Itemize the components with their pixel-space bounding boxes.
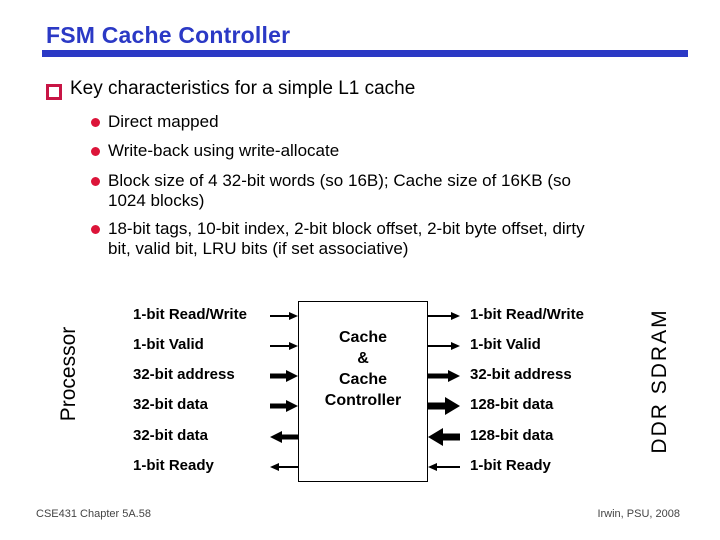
dot-bullet-icon xyxy=(91,225,100,234)
signal-label-mem-data-in: 128-bit data xyxy=(470,427,554,444)
signal-label-mem-address: 32-bit address xyxy=(470,366,572,383)
box-line: Cache xyxy=(338,371,388,388)
signal-label-proc-address: 32-bit address xyxy=(133,366,235,383)
arrow-proc-data-in-icon xyxy=(270,397,298,414)
title-underline-rule xyxy=(42,50,688,57)
arrow-mem-data-in-icon xyxy=(428,428,460,445)
dot-bullet-icon xyxy=(91,147,100,156)
bullet-line: Block size of 4 32-bit words (so 16B); C… xyxy=(108,171,571,190)
bullet-line: Write-back using write-allocate xyxy=(108,141,340,160)
arrow-proc-readwrite-icon xyxy=(270,307,298,324)
arrow-proc-data-out-icon xyxy=(270,428,298,445)
arrow-proc-address-icon xyxy=(270,367,298,384)
signal-label-proc-data-out: 32-bit data xyxy=(133,427,209,444)
arrow-mem-ready-icon xyxy=(428,458,460,475)
bullet-item: 18-bit tags, 10-bit index, 2-bit block o… xyxy=(108,219,585,259)
arrow-proc-ready-icon xyxy=(270,458,298,475)
signal-label-mem-readwrite: 1-bit Read/Write xyxy=(470,306,584,323)
bullet-line: 1024 blocks) xyxy=(108,191,205,210)
cache-controller-box: Cache & Cache Controller xyxy=(298,301,428,482)
bullet-item: Write-back using write-allocate xyxy=(108,141,339,161)
signal-label-proc-valid: 1-bit Valid xyxy=(133,336,204,353)
signal-label-proc-readwrite: 1-bit Read/Write xyxy=(133,306,247,323)
arrow-mem-data-out-icon xyxy=(428,397,460,414)
box-line: Cache xyxy=(338,329,388,346)
signal-label-proc-ready: 1-bit Ready xyxy=(133,457,214,474)
signal-label-mem-ready: 1-bit Ready xyxy=(470,457,551,474)
dot-bullet-icon xyxy=(91,118,100,127)
bullet-line: 18-bit tags, 10-bit index, 2-bit block o… xyxy=(108,219,585,238)
arrow-proc-valid-icon xyxy=(270,337,298,354)
box-line: & xyxy=(357,350,369,367)
bullet-line: bit, valid bit, LRU bits (if set associa… xyxy=(108,239,409,258)
arrow-mem-address-icon xyxy=(428,367,460,384)
signal-label-mem-valid: 1-bit Valid xyxy=(470,336,541,353)
heading-text: Key characteristics for a simple L1 cach… xyxy=(70,78,416,99)
square-bullet-icon xyxy=(46,84,62,100)
footer-credit: Irwin, PSU, 2008 xyxy=(597,508,680,520)
ddr-sdram-label: DDR SDRAM xyxy=(648,308,671,454)
slide-title: FSM Cache Controller xyxy=(46,22,291,48)
bullet-line: Direct mapped xyxy=(108,112,219,131)
arrow-mem-readwrite-icon xyxy=(428,307,460,324)
signal-label-mem-data-out: 128-bit data xyxy=(470,396,554,413)
bullet-item: Direct mapped xyxy=(108,112,219,132)
dot-bullet-icon xyxy=(91,177,100,186)
signal-label-proc-data-in: 32-bit data xyxy=(133,396,209,413)
footer-course-page: CSE431 Chapter 5A.58 xyxy=(36,508,151,520)
arrow-mem-valid-icon xyxy=(428,337,460,354)
processor-label: Processor xyxy=(57,326,80,422)
box-line: Controller xyxy=(324,392,402,409)
bullet-item: Block size of 4 32-bit words (so 16B); C… xyxy=(108,171,571,211)
